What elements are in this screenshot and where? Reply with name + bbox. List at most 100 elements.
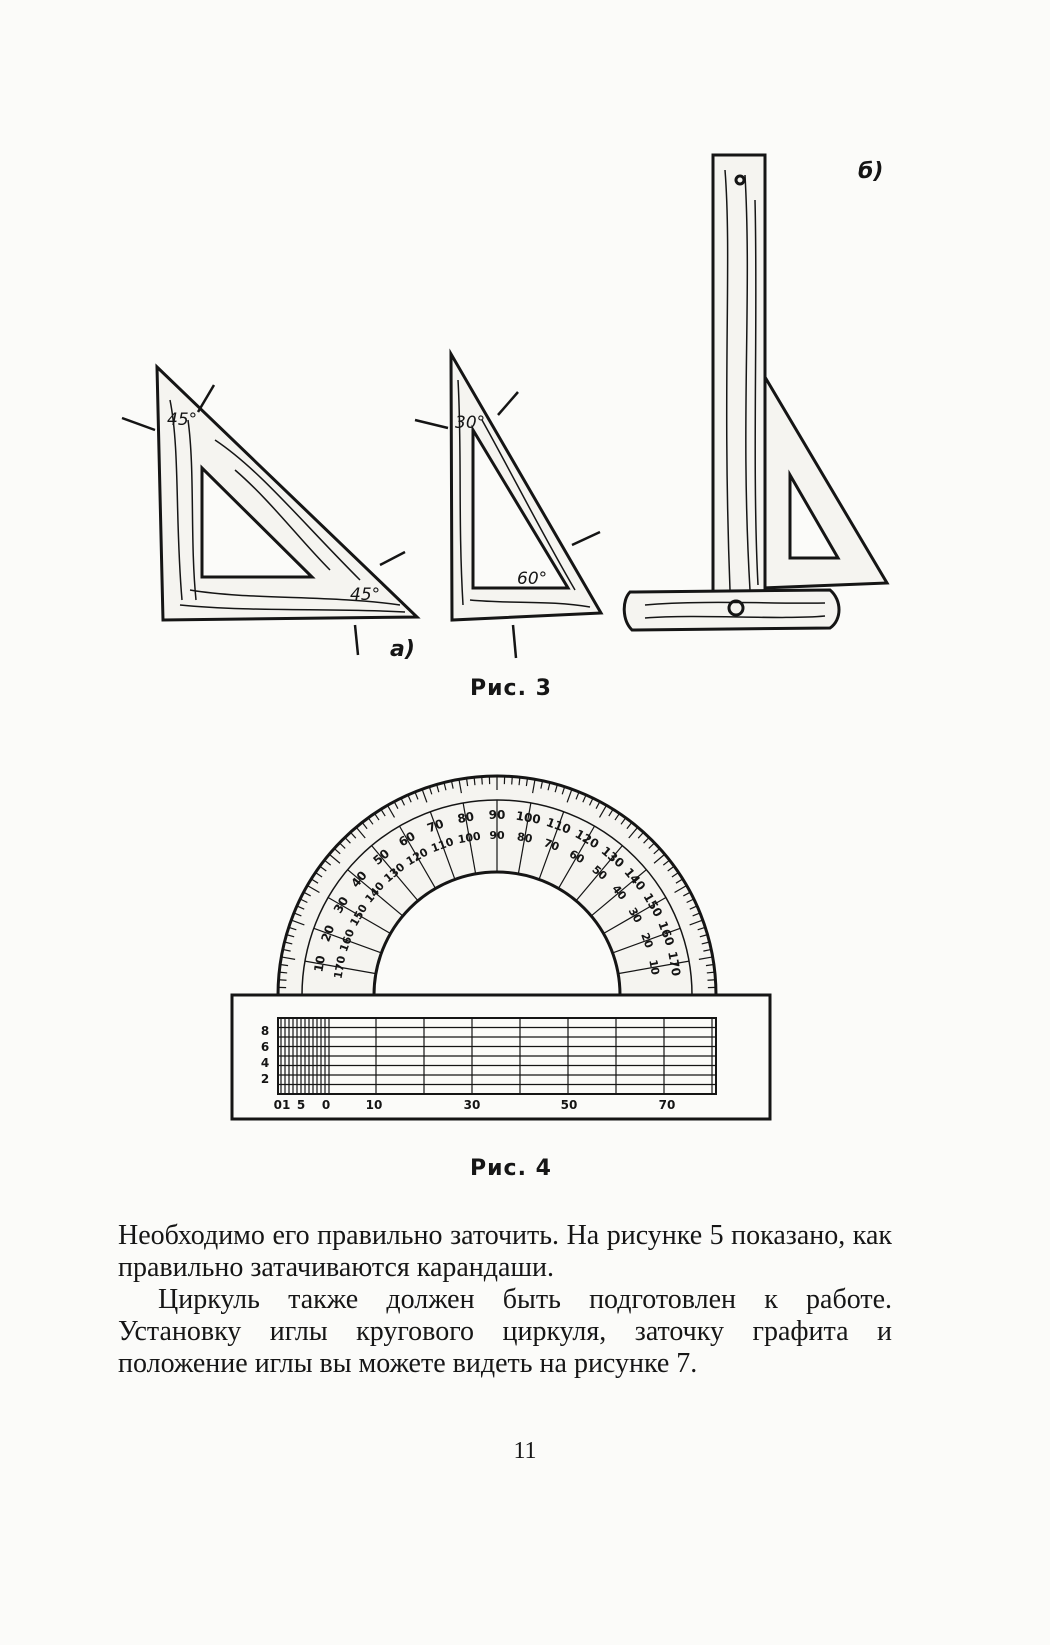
scale-tick — [380, 808, 386, 817]
figure-3-caption: Рис. 3 — [470, 676, 552, 701]
scale-tick — [561, 786, 566, 795]
vertical-scale-label: 4 — [261, 1056, 269, 1070]
inner-scale-label: 80 — [516, 830, 534, 846]
scale-tick — [699, 934, 708, 938]
scale-tick — [386, 805, 396, 818]
scale-tick — [443, 782, 447, 791]
scale-tick — [671, 872, 679, 878]
scale-tick — [291, 919, 305, 926]
scale-tick — [689, 919, 703, 926]
scale-tick — [683, 891, 691, 897]
scale-radial-line — [327, 896, 391, 935]
scale-radial-line — [557, 825, 596, 889]
scale-radial-line — [517, 802, 532, 874]
scale-radial-line — [575, 845, 623, 902]
scale-tick — [361, 822, 368, 830]
outer-scale-label: 170 — [665, 950, 683, 977]
ruler-scale-label: 30 — [464, 1098, 481, 1112]
scale-tick — [554, 784, 558, 793]
inner-scale-label: 70 — [542, 836, 561, 854]
scale-radial-line — [304, 960, 376, 975]
scale-tick — [575, 791, 580, 800]
scale-tick — [675, 878, 684, 884]
scale-tick — [628, 826, 639, 839]
scale-radial-line — [429, 811, 456, 880]
angle-60-label: 60° — [517, 569, 547, 589]
angle-45-top-label: 45° — [167, 410, 197, 430]
scale-tick — [279, 971, 288, 974]
scale-tick — [319, 865, 327, 872]
scale-tick — [278, 979, 287, 981]
scale-tick — [518, 777, 521, 786]
ruler-body — [230, 993, 772, 1121]
scale-tick — [344, 837, 351, 844]
ruler-scale-label: 0 — [322, 1098, 330, 1112]
scale-tick — [310, 878, 319, 884]
inner-scale-label: 170 — [332, 955, 349, 980]
vertical-scale-label: 2 — [261, 1072, 269, 1086]
scale-radial-line — [398, 825, 437, 889]
outer-scale-label: 80 — [456, 809, 475, 826]
scale-radial-line — [618, 960, 690, 975]
scale-tick — [643, 837, 650, 844]
figure-4-caption: Рис. 4 — [470, 1156, 552, 1181]
scale-tick — [701, 941, 710, 945]
scale-tick — [525, 778, 529, 787]
figure-3b-label: б) — [858, 159, 883, 184]
scale-tick — [588, 797, 594, 806]
scale-tick — [706, 971, 715, 974]
scale-radial-line — [371, 845, 419, 902]
scale-tick — [662, 859, 670, 866]
scale-tick — [547, 782, 551, 791]
scale-tick — [689, 905, 698, 910]
outer-scale-label: 90 — [489, 808, 506, 822]
scale-tick — [286, 934, 295, 938]
scale-tick — [532, 779, 536, 794]
outer-scale-label: 10 — [311, 954, 328, 973]
scale-radial-line — [313, 927, 382, 954]
inner-scale-label: 20 — [638, 931, 656, 950]
triangle-45-illustration — [121, 363, 421, 656]
ruler-scale-label: 01 — [274, 1098, 291, 1112]
figure-3a-label: а) — [390, 637, 415, 662]
scale-tick — [339, 842, 346, 849]
scale-tick — [686, 898, 695, 904]
scale-tick — [703, 948, 712, 952]
scale-tick — [280, 963, 289, 967]
scale-tick — [324, 859, 332, 866]
scale-tick — [414, 791, 419, 800]
scale-tick — [705, 963, 714, 967]
scale-tick — [299, 898, 308, 904]
scale-tick — [614, 813, 620, 821]
scale-tick — [407, 794, 412, 803]
scale-tick — [667, 865, 675, 872]
scale-tick — [400, 797, 406, 806]
scale-tick — [540, 780, 544, 789]
scale-tick — [674, 884, 687, 894]
angle-30-label: 30° — [455, 413, 485, 433]
scale-tick — [692, 912, 701, 917]
scale-tick — [511, 776, 513, 785]
scale-radial-line — [590, 869, 647, 917]
scale-tick — [697, 926, 706, 931]
scale-tick — [281, 956, 296, 960]
scale-tick — [598, 805, 608, 818]
ruler-scale-label: 10 — [366, 1098, 383, 1112]
paragraph-2: Циркуль также должен быть подготовлен к … — [118, 1284, 892, 1379]
scale-tick — [608, 808, 614, 817]
outer-scale-label: 70 — [425, 816, 445, 835]
vertical-scale-label: 6 — [261, 1040, 269, 1054]
scale-tick — [428, 786, 433, 795]
figure-3-drawing: 45° 45° 30° 60° а) б) — [121, 153, 890, 662]
inner-scale-label: 100 — [457, 829, 482, 846]
triangle-30-60-illustration — [414, 348, 604, 659]
scale-tick — [293, 912, 302, 917]
scale-tick — [328, 853, 341, 864]
scale-tick — [473, 777, 476, 786]
ruler-scale-label: 50 — [561, 1098, 578, 1112]
scale-tick — [355, 826, 366, 839]
scale-tick — [653, 848, 661, 855]
outer-scale-label: 100 — [515, 809, 542, 827]
scale-tick — [421, 789, 428, 803]
